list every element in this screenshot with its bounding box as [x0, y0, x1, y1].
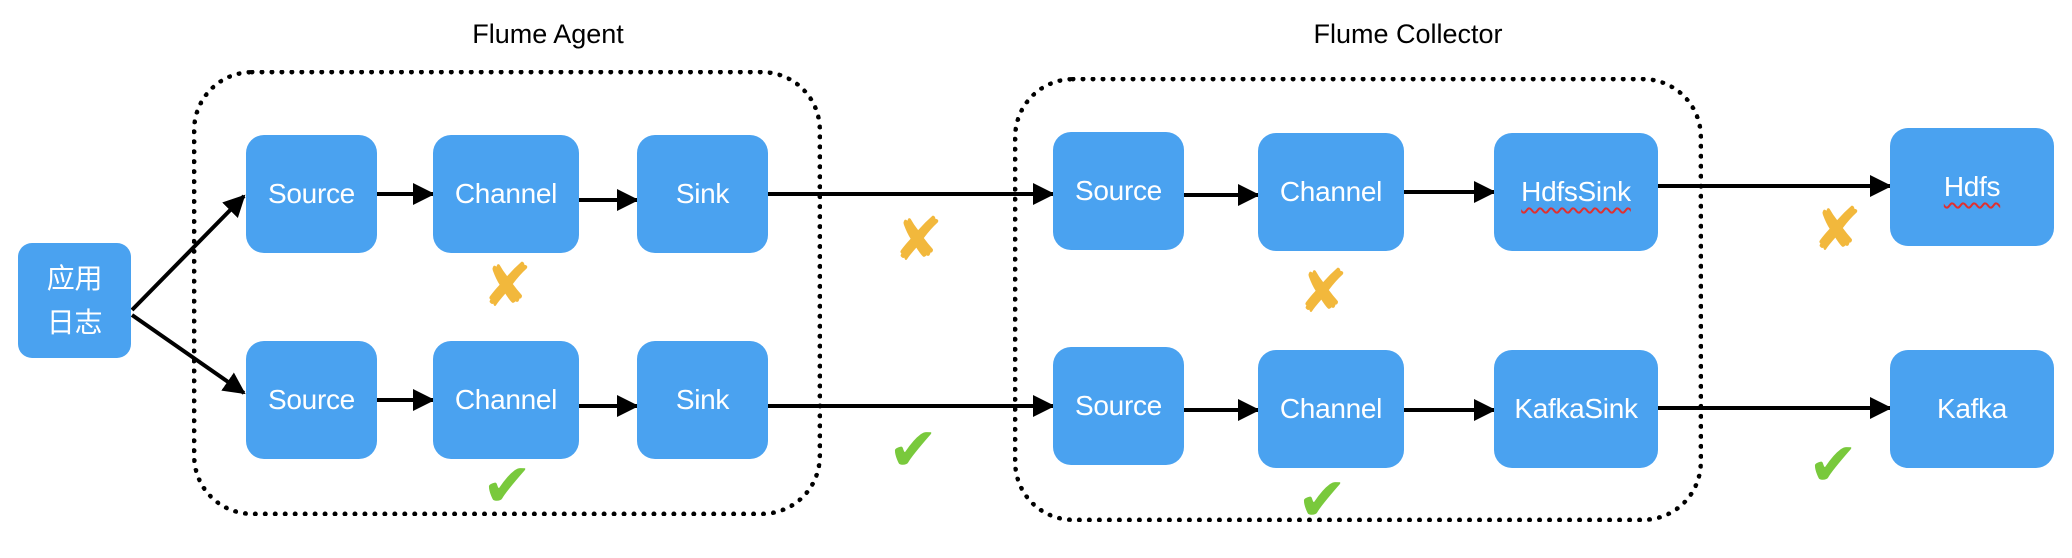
- collector-top-channel-node[interactable]: Channel: [1258, 133, 1404, 251]
- agent-top-source-label: Source: [268, 178, 355, 209]
- agent-bottom-sink-node[interactable]: Sink: [637, 341, 768, 459]
- collector-bottom-sink-label: KafkaSink: [1514, 393, 1638, 424]
- flume-collector-title: Flume Collector: [1313, 19, 1503, 49]
- agent-bottom-source-node[interactable]: Source: [246, 341, 377, 459]
- agent-bottom-sink-label: Sink: [675, 384, 730, 415]
- collector-top-source-label: Source: [1075, 175, 1162, 206]
- collector-bottom-source-node[interactable]: Source: [1053, 347, 1184, 465]
- flume-agent-title: Flume Agent: [472, 19, 624, 49]
- collector-top-source-node[interactable]: Source: [1053, 132, 1184, 250]
- collector-top-sink-label: HdfsSink: [1521, 176, 1631, 207]
- hdfs-destination-label: Hdfs: [1943, 171, 2001, 202]
- collector-top-sink-node[interactable]: HdfsSink: [1494, 133, 1658, 251]
- flume-agent-group: [192, 70, 822, 516]
- flume-collector-group: [1013, 77, 1703, 522]
- collector-bottom-channel-node[interactable]: Channel: [1258, 350, 1404, 468]
- agent-top-source-node[interactable]: Source: [246, 135, 377, 253]
- agent-bottom-channel-node[interactable]: Channel: [433, 341, 579, 459]
- kafka-destination-label: Kafka: [1936, 393, 2008, 424]
- agent-top-channel-label: Channel: [454, 178, 558, 209]
- agent-top-sink-label: Sink: [675, 178, 730, 209]
- app-log-node[interactable]: 应用 日志: [18, 243, 131, 358]
- collector-bottom-channel-label: Channel: [1279, 393, 1383, 424]
- hdfs-destination-node[interactable]: Hdfs: [1890, 128, 2054, 246]
- kafka-check-icon: ✔: [1808, 430, 1859, 500]
- collector-top-channel-cross-icon: ✘: [1298, 257, 1349, 327]
- agent-top-channel-cross-icon: ✘: [482, 251, 533, 321]
- link-bottom-check-icon: ✔: [888, 415, 939, 485]
- agent-bottom-channel-label: Channel: [454, 384, 558, 415]
- arrow-log-to-agent-top-source: [130, 194, 246, 312]
- collector-bottom-sink-node[interactable]: KafkaSink: [1494, 350, 1658, 468]
- collector-bottom-channel-check-icon: ✔: [1297, 465, 1348, 535]
- arrow-log-to-agent-bottom-source: [130, 313, 246, 395]
- hdfs-cross-icon: ✘: [1812, 195, 1863, 265]
- agent-bottom-source-label: Source: [268, 384, 355, 415]
- app-log-label-line2: 日志: [46, 305, 103, 339]
- agent-top-sink-node[interactable]: Sink: [637, 135, 768, 253]
- collector-bottom-source-label: Source: [1075, 390, 1162, 421]
- collector-top-channel-label: Channel: [1279, 176, 1383, 207]
- app-log-label-line1: 应用: [46, 261, 103, 295]
- agent-bottom-channel-check-icon: ✔: [482, 451, 533, 521]
- link-top-cross-icon: ✘: [893, 205, 944, 275]
- agent-top-channel-node[interactable]: Channel: [433, 135, 579, 253]
- kafka-destination-node[interactable]: Kafka: [1890, 350, 2054, 468]
